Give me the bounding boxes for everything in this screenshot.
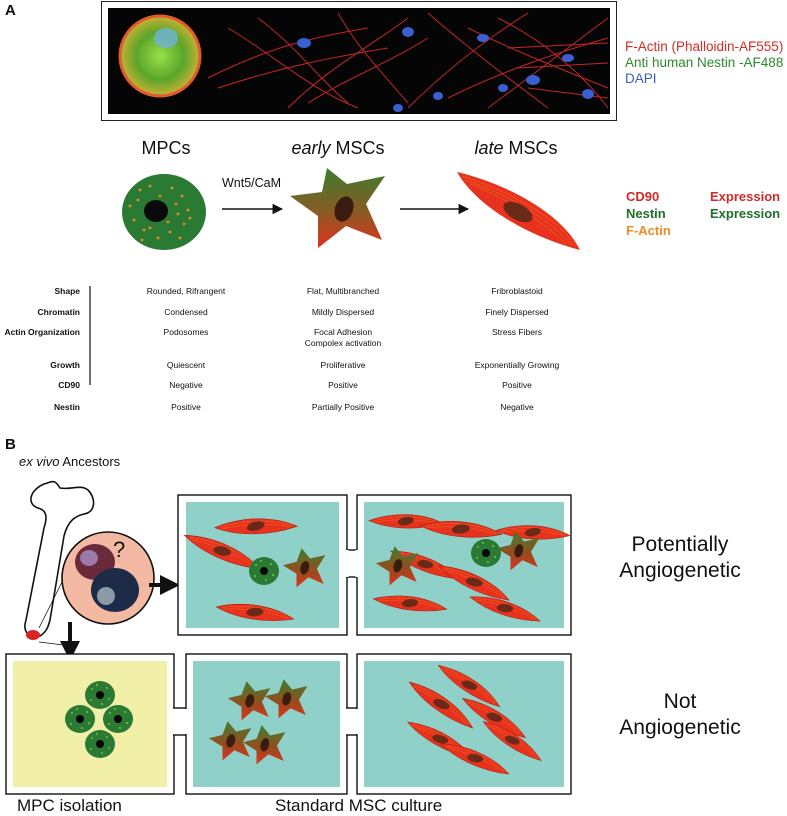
panel-b-letter: B	[5, 436, 16, 453]
mpc-isolation-caption: MPC isolation	[17, 796, 122, 815]
cell-nestin-mpc: Positive	[171, 402, 201, 412]
micrograph-image	[118, 12, 609, 112]
row-label-actin: Actin Organization	[4, 327, 80, 337]
question-mark: ?	[113, 537, 126, 562]
micrograph-frame	[101, 1, 617, 121]
mpc-isolation-cells	[65, 681, 133, 758]
cell-shape-early: Flat, Multibranched	[306, 286, 380, 296]
cell-growth-early: Proliferative	[320, 360, 366, 370]
marker-nestin: Nestin Expression	[626, 206, 781, 221]
bone-illustration	[24, 480, 95, 638]
cell-actin-early: Focal Adhesion Compolex activation	[304, 327, 382, 348]
panel-a-letter: A	[5, 2, 16, 19]
marker-factin: F-Actin	[626, 223, 671, 238]
row-label-nestin: Nestin	[54, 402, 80, 412]
stage-title-mpcs: MPCs	[141, 138, 191, 158]
culture-cells-r1-box1	[180, 505, 326, 627]
ex-vivo-ancestors-label: ex vivo Ancestors	[19, 454, 121, 469]
marker-cd90: CD90 Expression	[626, 189, 781, 204]
mpc-cell-diagram	[122, 174, 206, 250]
fluorescence-micrograph	[108, 8, 610, 114]
potentially-angiogenetic-label: Potentially Angiogenetic	[619, 533, 741, 582]
cell-chromatin-early: Mildly Dispersed	[311, 307, 375, 317]
cell-shape-late: Fribroblastoid	[491, 286, 543, 296]
culture-cells-r1-box2	[368, 504, 571, 622]
not-angiogenetic-label: Not Angiogenetic	[619, 690, 741, 739]
legend-nestin: Anti human Nestin -AF488	[625, 55, 784, 70]
cell-chromatin-late: Finely Dispersed	[485, 307, 549, 317]
cell-chromatin-mpc: Condensed	[164, 307, 208, 317]
standard-msc-culture-caption: Standard MSC culture	[275, 796, 443, 815]
row-label-growth: Growth	[50, 360, 80, 370]
late-msc-cell-diagram	[457, 172, 580, 250]
row-label-shape: Shape	[54, 286, 80, 296]
stage-title-late-mscs: late MSCs	[474, 138, 558, 158]
cell-cd90-mpc: Negative	[169, 380, 203, 390]
cell-nestin-late: Negative	[500, 402, 534, 412]
culture-cells-r2-box1	[208, 679, 308, 765]
row-label-chromatin: Chromatin	[37, 307, 81, 317]
cell-growth-late: Exponentially Growing	[474, 360, 560, 370]
culture-cells-r2-box2	[401, 663, 548, 775]
early-msc-cell-diagram	[290, 168, 385, 248]
cell-cd90-early: Positive	[328, 380, 358, 390]
legend-dapi: DAPI	[625, 71, 657, 86]
wnt5-cam-label: Wnt5/CaM	[222, 176, 282, 190]
cell-nestin-early: Partially Positive	[311, 402, 375, 412]
legend-factin: F-Actin (Phalloidin-AF555)	[625, 39, 784, 54]
cell-growth-mpc: Quiescent	[166, 360, 206, 370]
row-label-cd90: CD90	[58, 380, 80, 390]
cell-actin-mpc: Podosomes	[163, 327, 209, 337]
cell-cd90-late: Positive	[502, 380, 532, 390]
cell-actin-late: Stress Fibers	[491, 327, 543, 337]
cell-shape-mpc: Rounded, Rifrangent	[146, 286, 226, 296]
stage-title-early-mscs: early MSCs	[291, 138, 385, 158]
